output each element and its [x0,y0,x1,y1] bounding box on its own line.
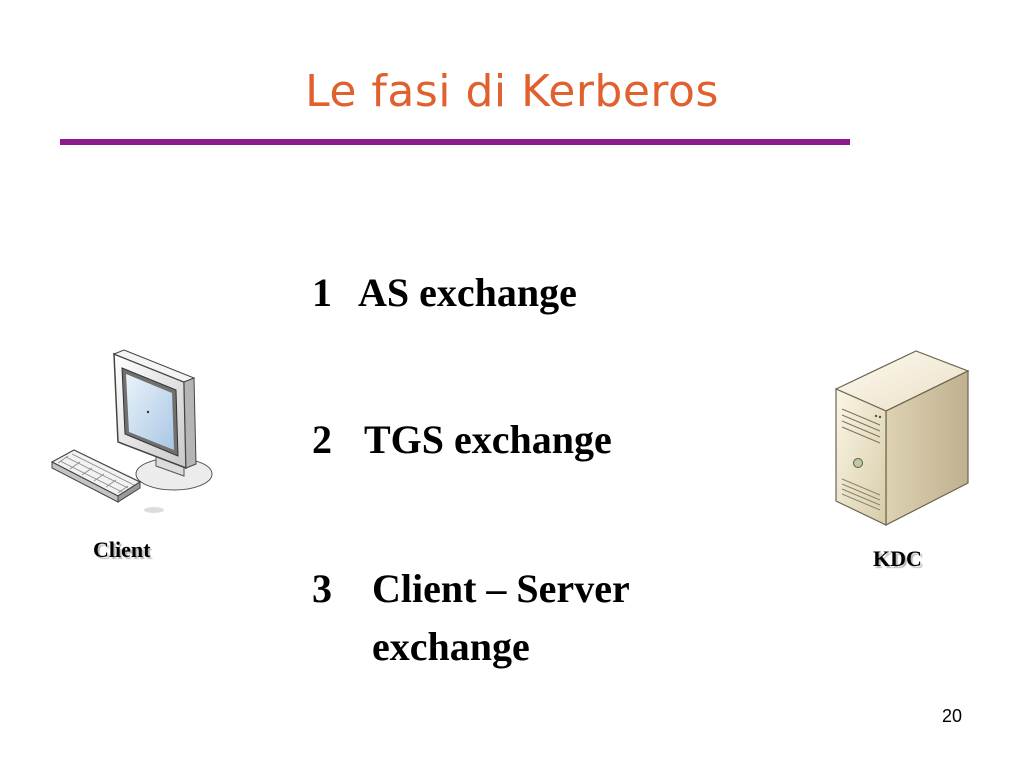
step-as-exchange: 1 AS exchange [312,264,577,322]
step-number: 2 [312,417,332,462]
page-number: 20 [941,706,962,726]
client-label: Client [93,537,151,562]
kdc-label: KDC [873,546,922,571]
step-tgs-exchange: 2 TGS exchange [312,411,612,469]
step-label: TGS exchange [364,417,612,462]
server-icon [828,343,978,528]
step-client-server-exchange: 3 Client – Server exchange [312,560,702,676]
title-divider [60,139,850,145]
step-label: Client – Server exchange [372,566,629,669]
step-label: AS exchange [358,270,577,315]
slide-title: Le fasi di Kerberos [305,66,719,117]
step-number: 3 [312,566,332,611]
computer-icon [44,346,219,518]
step-number: 1 [312,270,332,315]
